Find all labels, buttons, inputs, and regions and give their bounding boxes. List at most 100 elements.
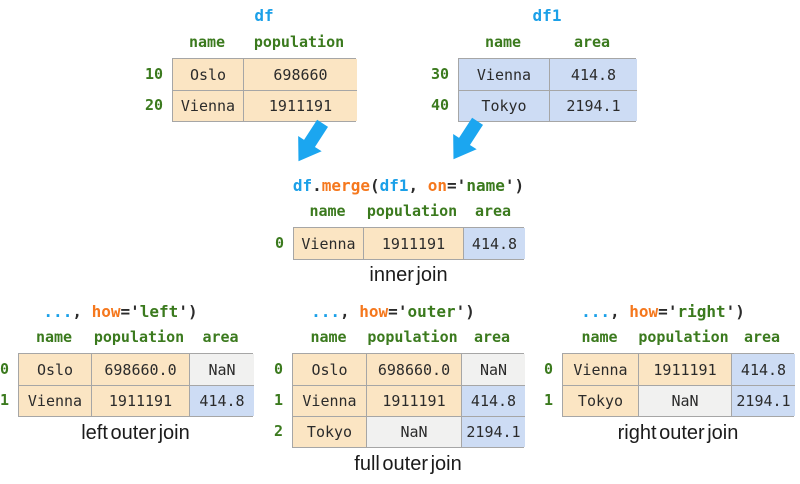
df1-title: df1 <box>532 6 562 25</box>
code-token: how <box>359 302 389 321</box>
table-cell: Oslo <box>19 354 91 385</box>
code-token: how <box>629 302 659 321</box>
table-cell-nan: NaN <box>189 354 254 385</box>
code-token: ... <box>43 302 73 321</box>
column-header: name <box>484 33 522 51</box>
left-join-table: Oslo 698660.0 NaN Vienna 1911191 414.8 <box>18 353 254 417</box>
outer-join-caption: full outer join <box>354 453 462 475</box>
df-table: Oslo 698660 Vienna 1911191 <box>172 58 357 122</box>
column-header: area <box>473 328 511 346</box>
column-header: name <box>309 202 346 220</box>
code-token: , <box>72 302 92 321</box>
column-header: area <box>474 202 512 220</box>
table-cell: 1911191 <box>363 228 463 259</box>
table-cell: Tokyo <box>293 416 366 447</box>
left-header-row: name population area <box>18 328 253 346</box>
outer-join-group: ..., how='outer') name population area 0… <box>274 302 525 475</box>
code-token: = <box>447 176 457 195</box>
column-header: population <box>93 328 185 346</box>
inner-join-caption: inner join <box>369 264 448 286</box>
row-index: 30 <box>430 65 449 83</box>
outer-header-row: name population area <box>292 328 524 346</box>
code-token: ') <box>504 176 525 195</box>
column-header: name <box>35 328 73 346</box>
inner-header-row: name population area <box>293 202 524 220</box>
code-token: ' <box>397 302 408 321</box>
right-expression: ..., how='right') <box>581 302 745 321</box>
table-cell: Tokyo <box>563 385 638 416</box>
df-index-column: 10 20 <box>123 59 172 121</box>
arrow-down-left-icon <box>453 117 484 160</box>
column-header: area <box>743 328 781 346</box>
column-header: population <box>638 328 729 346</box>
table-cell: 2194.1 <box>731 385 795 416</box>
left-join-group: ..., how='left') name population area 0 … <box>0 302 254 444</box>
row-index: 2 <box>273 422 283 440</box>
table-cell: Vienna <box>459 59 549 90</box>
column-header: population <box>366 202 458 220</box>
df1-header-row: name area <box>458 33 636 51</box>
code-token: , <box>610 302 630 321</box>
row-index: 1 <box>273 391 283 409</box>
table-cell-nan: NaN <box>366 416 461 447</box>
row-index: 1 <box>0 391 9 409</box>
column-header: area <box>202 328 239 346</box>
column-header: population <box>253 33 345 51</box>
column-header: name <box>188 33 226 51</box>
code-token: ') <box>178 302 198 321</box>
table-cell: 414.8 <box>463 228 525 259</box>
table-cell: 1911191 <box>638 354 731 385</box>
row-index: 0 <box>273 360 283 378</box>
code-token: ... <box>311 302 341 321</box>
code-token: = <box>658 302 668 321</box>
df-table-group: df name population 10 20 Oslo 698660 Vie… <box>145 6 357 122</box>
code-token: ' <box>667 302 678 321</box>
table-cell: Tokyo <box>459 90 549 121</box>
code-token: df1 <box>379 176 409 195</box>
code-token: , <box>340 302 360 321</box>
table-cell: 698660.0 <box>366 354 461 385</box>
left-index-column: 0 1 <box>0 354 18 416</box>
table-cell-nan: NaN <box>638 385 731 416</box>
code-token: how <box>91 302 121 321</box>
table-cell: 1911191 <box>91 385 189 416</box>
code-token: merge <box>321 176 370 195</box>
arrow-down-left-icon <box>298 119 329 162</box>
table-cell: 2194.1 <box>461 416 525 447</box>
table-cell: Vienna <box>294 228 363 259</box>
table-cell: Oslo <box>173 59 243 90</box>
code-token: ( <box>369 176 380 195</box>
outer-expression: ..., how='outer') <box>311 302 475 321</box>
table-cell: Vienna <box>563 354 638 385</box>
column-header: name <box>310 328 347 346</box>
row-index: 40 <box>430 96 449 114</box>
code-token: df <box>292 176 313 195</box>
code-token: ... <box>581 302 611 321</box>
df-header-row: name population <box>172 33 356 51</box>
inner-index-column: 0 <box>244 228 293 259</box>
right-join-table: Vienna 1911191 414.8 Tokyo NaN 2194.1 <box>562 353 795 417</box>
code-token: left <box>139 302 179 321</box>
table-cell: 2194.1 <box>549 90 637 121</box>
code-token: , <box>408 176 428 195</box>
table-cell: 414.8 <box>189 385 254 416</box>
row-index: 1 <box>543 391 553 409</box>
df1-table-group: df1 name area 30 40 Vienna 414.8 Tokyo 2… <box>431 6 637 122</box>
code-token: . <box>312 176 322 195</box>
table-cell: 1911191 <box>243 90 357 121</box>
inner-join-group: df.merge(df1, on='name') name population… <box>275 176 525 286</box>
column-header: population <box>367 328 458 346</box>
code-token: name <box>466 176 505 195</box>
code-token: ') <box>725 302 745 321</box>
df1-table: Vienna 414.8 Tokyo 2194.1 <box>458 58 637 122</box>
table-cell: 698660.0 <box>91 354 189 385</box>
merge-expression: df.merge(df1, on='name') <box>293 176 524 195</box>
code-token: = <box>388 302 398 321</box>
table-cell: 414.8 <box>549 59 637 90</box>
code-token: = <box>120 302 131 321</box>
row-index: 0 <box>543 360 553 378</box>
left-join-caption: left outer join <box>81 422 190 444</box>
table-cell: Vienna <box>19 385 91 416</box>
table-cell: Vienna <box>293 385 366 416</box>
code-token: ') <box>455 302 475 321</box>
